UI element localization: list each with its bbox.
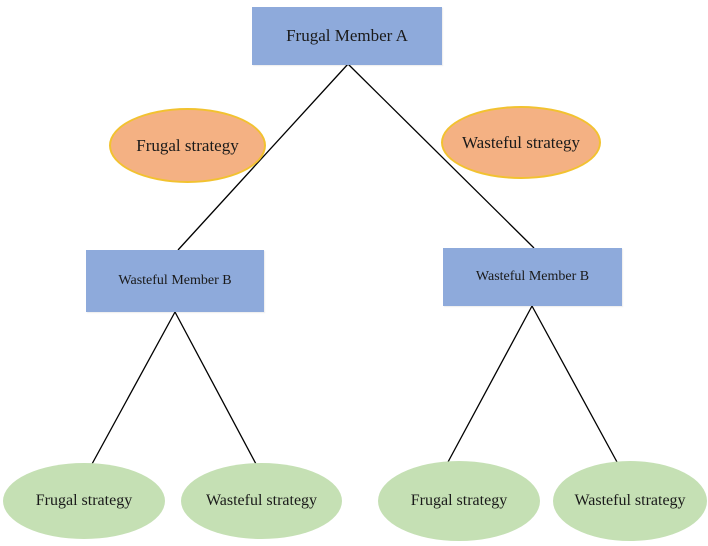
right-child-node-wasteful-member-b: Wasteful Member B (443, 248, 622, 306)
left-child-node-wasteful-member-b: Wasteful Member B (86, 250, 264, 312)
edge-left-to-leaf-2 (174, 311, 257, 465)
leaf-right-wasteful-strategy: Wasteful strategy (553, 461, 707, 541)
leaf-right-frugal-strategy: Frugal strategy (378, 461, 540, 541)
leaf-right-wasteful-label: Wasteful strategy (574, 492, 686, 509)
strategy-ellipse-frugal: Frugal strategy (109, 108, 266, 183)
strategy-ellipse-wasteful: Wasteful strategy (441, 106, 601, 179)
strategy-ellipse-wasteful-label: Wasteful strategy (461, 132, 581, 152)
left-child-node-label: Wasteful Member B (118, 273, 232, 288)
edge-root-to-left (177, 63, 349, 251)
leaf-left-frugal-label: Frugal strategy (35, 492, 133, 509)
leaf-left-wasteful-label: Wasteful strategy (205, 492, 318, 509)
right-child-node-label: Wasteful Member B (475, 269, 590, 284)
edge-right-to-leaf-2 (531, 305, 618, 463)
strategy-ellipse-frugal-label: Frugal strategy (136, 135, 239, 155)
edge-left-to-leaf-1 (91, 311, 176, 465)
leaf-left-wasteful-strategy: Wasteful strategy (181, 463, 342, 539)
edge-root-to-right (347, 63, 535, 249)
root-node-frugal-member-a: Frugal Member A (252, 7, 442, 65)
leaf-right-frugal-label: Frugal strategy (410, 492, 508, 509)
edge-right-to-leaf-1 (447, 305, 533, 463)
leaf-left-frugal-strategy: Frugal strategy (3, 463, 165, 539)
root-node-label: Frugal Member A (286, 26, 408, 45)
